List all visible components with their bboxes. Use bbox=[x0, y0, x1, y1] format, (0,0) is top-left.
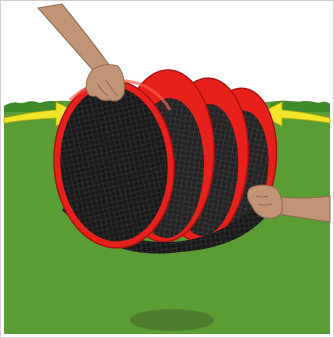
hoop-front bbox=[53, 78, 175, 249]
ground-shadow bbox=[130, 309, 214, 331]
left-hand bbox=[37, 3, 125, 102]
mesh-hoop-stack bbox=[53, 69, 278, 254]
right-hand bbox=[246, 184, 331, 223]
